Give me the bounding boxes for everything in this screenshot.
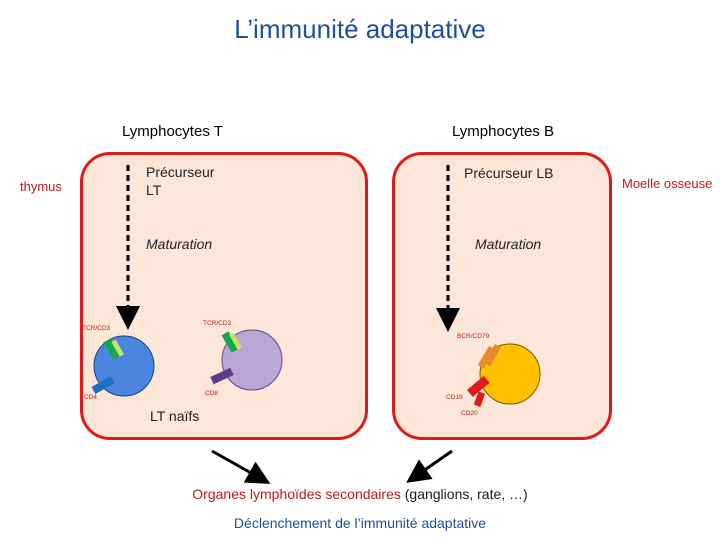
thymus-label: thymus [20, 179, 62, 194]
page-title: L’immunité adaptative [234, 14, 486, 44]
t-maturation-label: Maturation [146, 236, 213, 252]
cd20-label: CD20 [461, 410, 478, 417]
tcr-cd3-right-label: TCR/CD3 [203, 320, 232, 327]
t-precursor-label-line1: Précurseur [146, 164, 215, 180]
organs-main-text: Organes lymphoïdes secondaires [192, 486, 401, 502]
t-lymphocytes-header: Lymphocytes T [122, 123, 223, 140]
activation-caption: Déclenchement de l’immunité adaptative [233, 515, 487, 531]
secondary-lymphoid-organs: Organes lymphoïdes secondaires (ganglion… [0, 486, 720, 502]
bone-marrow-label: Moelle osseuse [622, 176, 713, 191]
naive-t-cells-caption: LT naïfs [150, 408, 200, 424]
cd19-label: CD19 [446, 394, 463, 401]
t-precursor-label-line2: LT [146, 182, 162, 198]
b-precursor-label: Précurseur LB [464, 165, 554, 181]
b-to-organs-arrow [406, 449, 453, 483]
b-lymphocytes-header: Lymphocytes B [452, 123, 554, 140]
cd4-label: CD4 [84, 394, 98, 401]
b-maturation-label: Maturation [475, 236, 542, 252]
cd8-t-cell [210, 329, 283, 391]
tcr-cd3-left-label: TCR/CD3 [82, 325, 111, 332]
cd4-t-cell [91, 335, 155, 397]
t-to-organs-arrow [211, 449, 271, 484]
organs-detail-text: (ganglions, rate, …) [400, 486, 528, 502]
bcr-cd79-label: BCR/CD79 [457, 333, 490, 340]
cd8-label: CD8 [205, 390, 219, 397]
b-cell [467, 343, 541, 407]
